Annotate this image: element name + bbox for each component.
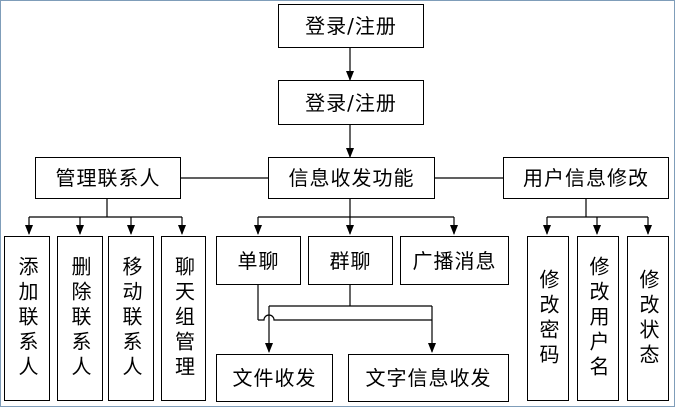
line-single-bus — [258, 314, 432, 321]
node-delete-contact: 删除联系人 — [57, 236, 103, 401]
node-login-register: 登录/注册 — [278, 80, 424, 125]
node-user-info-edit: 用户信息修改 — [503, 157, 669, 199]
node-change-username: 修改用户名 — [577, 236, 619, 401]
node-single-chat: 单聊 — [216, 236, 301, 285]
node-text-transfer: 文字信息收发 — [348, 354, 509, 402]
node-messaging: 信息收发功能 — [268, 157, 435, 199]
node-login-register-top: 登录/注册 — [278, 4, 424, 48]
node-change-status: 修改状态 — [627, 236, 669, 401]
node-group-chat: 群聊 — [308, 236, 393, 285]
node-group-chat-manage: 聊天组管理 — [161, 236, 206, 401]
node-add-contact: 添加联系人 — [4, 236, 50, 401]
node-change-password: 修改密码 — [527, 236, 569, 401]
node-manage-contacts: 管理联系人 — [35, 157, 181, 199]
node-move-contact: 移动联系人 — [108, 236, 154, 401]
node-file-transfer: 文件收发 — [216, 354, 333, 402]
node-broadcast: 广播消息 — [400, 236, 509, 285]
